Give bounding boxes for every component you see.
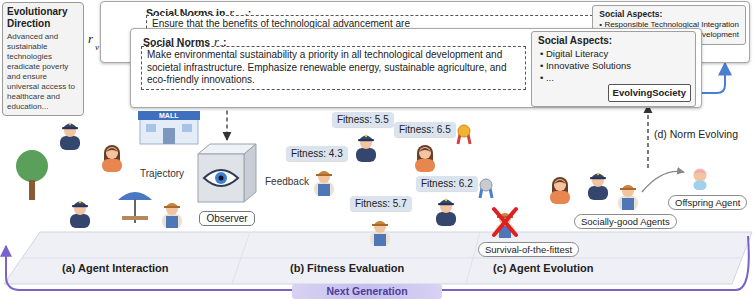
node-text: Fitness: 6.2 — [421, 177, 473, 190]
norms-panel: Social Normsrg:Make environmental sustai… — [130, 28, 702, 108]
text-row: Fitness: 5.5 — [337, 113, 389, 126]
worker-agent — [618, 185, 638, 210]
node-text: Social Aspects: — [538, 35, 689, 48]
society-tag: EvolvingSociety — [608, 84, 691, 102]
mall-building — [140, 118, 198, 144]
pupil — [219, 176, 224, 181]
text-row: Social Aspects: — [599, 9, 739, 20]
norm-evolving-arrow — [647, 105, 648, 168]
text-row: Survival-of-the-fittest — [485, 243, 572, 256]
elimination-cross — [494, 209, 516, 235]
mall-window — [182, 124, 192, 132]
mall-window — [146, 124, 156, 132]
box-front — [198, 154, 244, 202]
generation-band: Next Generation — [292, 284, 442, 299]
police-agent — [70, 201, 90, 228]
node-text: Evolutionary Direction — [7, 6, 79, 30]
observer-node: Observer — [192, 140, 262, 226]
node-text: • Digital Literacy — [540, 48, 689, 60]
node-text: Next Generation — [292, 284, 442, 299]
tree-trunk — [29, 180, 35, 200]
fitness-badge: Fitness: 4.3 — [286, 146, 348, 161]
node-text: Social Aspects: — [599, 9, 739, 20]
norm-text-box: Make environmental sustainability a prio… — [141, 46, 526, 90]
mall-sign — [138, 111, 200, 120]
police-agent — [60, 123, 80, 150]
node-text: Fitness: 6.5 — [399, 123, 451, 136]
offspring-agent — [693, 168, 706, 190]
text-label: (d) Norm Evolving — [654, 128, 738, 141]
agent-tag: Survival-of-the-fittest — [478, 242, 579, 257]
fitness-badge: Fitness: 6.2 — [416, 176, 478, 191]
node-text: Observer — [199, 211, 254, 226]
observer-eye-box — [198, 144, 256, 202]
iris — [215, 172, 227, 184]
node-text: Socially-good Agents — [581, 215, 670, 228]
text-row: • Innovative Solutions — [538, 60, 689, 72]
fitness-badge: Fitness: 5.5 — [332, 112, 394, 127]
fitness-badge: Fitness: 5.7 — [350, 196, 412, 211]
text-label: MALL — [159, 111, 178, 120]
umbrella — [118, 192, 152, 200]
node-text: Fitness: 4.3 — [291, 147, 343, 160]
node-text: Advanced and sustainable technologies er… — [7, 32, 79, 112]
woman-agent — [550, 177, 570, 204]
text-row: Fitness: 6.5 — [399, 123, 451, 136]
tree-crown — [16, 150, 48, 182]
node-text: Fitness: 5.5 — [337, 113, 389, 126]
mall-door — [163, 128, 175, 144]
worker-agent — [162, 203, 182, 228]
offspring-arrow — [642, 171, 684, 192]
fitness-badge: Fitness: 6.5 — [394, 122, 456, 137]
woman-agent — [415, 145, 435, 172]
node-text: Fitness: 5.7 — [355, 197, 407, 210]
text-row: Next Generation — [292, 284, 442, 299]
text-label: Trajectory — [140, 168, 184, 180]
text-row: EvolvingSociety — [613, 87, 686, 99]
text-row: Advanced and sustainable technologies er… — [7, 32, 79, 112]
text-row: • Digital Literacy — [538, 48, 689, 60]
text-row: Offspring Agent — [675, 196, 740, 209]
police-agent — [588, 173, 608, 200]
silver-medal — [480, 179, 492, 191]
text-label: (c) Agent Evolution — [493, 262, 593, 275]
text-row: • ... — [538, 72, 689, 84]
agent-tag: Offspring Agent — [668, 195, 747, 210]
node-text: • Innovative Solutions — [540, 60, 689, 72]
text-label: (a) Agent Interaction — [62, 262, 169, 275]
text-row: Socially-good Agents — [581, 215, 670, 228]
police-agent — [356, 135, 376, 162]
text-row: Make environmental sustainability a prio… — [147, 49, 520, 87]
woman-agent — [102, 145, 122, 172]
text-row: Observer — [192, 208, 262, 226]
text-row: Fitness: 6.2 — [421, 177, 473, 190]
eye — [204, 170, 238, 186]
text-label: (b) Fitness Evaluation — [290, 262, 404, 275]
node-text: Survival-of-the-fittest — [485, 243, 572, 256]
text-label: r — [88, 32, 93, 46]
node-text: Offspring Agent — [675, 196, 740, 209]
police-agent — [436, 199, 456, 226]
node-text: EvolvingSociety — [613, 87, 686, 99]
text-label: v — [95, 42, 99, 52]
agent-tag: Socially-good Agents — [574, 214, 677, 229]
worker-agent — [314, 171, 334, 196]
aspects-box: Social Aspects:• Digital Literacy• Innov… — [531, 31, 696, 107]
table — [122, 216, 148, 220]
text-row: Evolutionary Direction — [7, 6, 79, 30]
direction-box: Evolutionary DirectionAdvanced and susta… — [2, 2, 84, 116]
text-label: Feedback — [265, 176, 309, 188]
text-row: Social Aspects: — [538, 35, 689, 48]
gold-medal — [458, 125, 470, 137]
text-row: Fitness: 4.3 — [291, 147, 343, 160]
node-text: • ... — [540, 72, 689, 84]
box-side — [244, 144, 256, 202]
worker-agent — [370, 221, 390, 246]
text-row: Fitness: 5.7 — [355, 197, 407, 210]
node-text: Make environmental sustainability a prio… — [147, 49, 520, 87]
